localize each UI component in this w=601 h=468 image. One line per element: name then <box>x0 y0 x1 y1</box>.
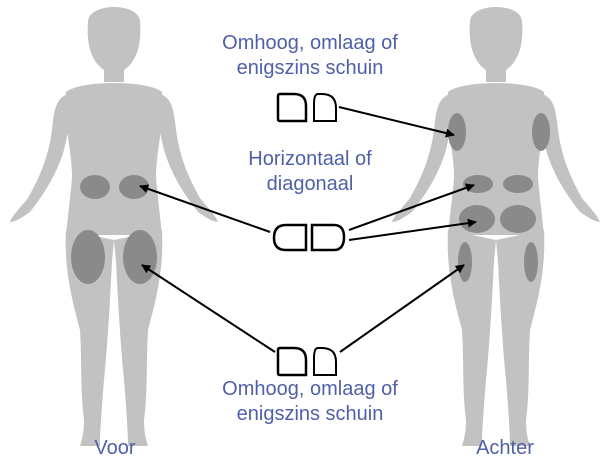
label-bottom-instruction: Omhoog, omlaag of enigszins schuin <box>175 377 445 427</box>
arrows <box>140 107 476 352</box>
label-front-view: Voor <box>55 436 175 461</box>
pen-device-vertical-icon <box>278 94 336 121</box>
label-back-view: Achter <box>430 436 580 461</box>
arrow-to-front-thigh <box>142 265 275 352</box>
front-thigh-left-zone <box>71 230 105 284</box>
front-head <box>88 7 141 70</box>
label-top-instruction: Omhoog, omlaag of enigszins schuin <box>175 31 445 81</box>
front-abdomen-left-zone <box>80 175 110 199</box>
back-lower-back-right-zone <box>503 175 533 193</box>
label-middle-instruction: Horizontaal of diagonaal <box>205 147 415 197</box>
back-lower-back-left-zone <box>463 175 493 193</box>
front-left-arm <box>10 94 74 222</box>
label-top-line-1: Omhoog, omlaag of <box>175 31 445 56</box>
back-buttock-right-zone <box>500 205 536 233</box>
front-thigh-right-zone <box>123 230 157 284</box>
back-upper-arm-left-zone <box>448 113 466 151</box>
label-bottom-line-2: enigszins schuin <box>175 402 445 427</box>
back-head <box>470 7 523 70</box>
back-thigh-right-zone <box>524 242 538 282</box>
front-torso <box>66 83 163 235</box>
label-middle-line-2: diagonaal <box>205 172 415 197</box>
label-middle-line-1: Horizontaal of <box>205 147 415 172</box>
pen-device-horizontal-icon <box>274 225 344 250</box>
label-bottom-line-1: Omhoog, omlaag of <box>175 377 445 402</box>
back-buttock-left-zone <box>459 205 495 233</box>
label-top-line-2: enigszins schuin <box>175 56 445 81</box>
arrow-to-back-thigh <box>340 265 464 352</box>
pen-device-vertical-icon-bottom <box>278 348 336 375</box>
back-thigh-left-zone <box>458 242 472 282</box>
back-upper-arm-right-zone <box>532 113 550 151</box>
back-right-arm <box>536 94 600 222</box>
